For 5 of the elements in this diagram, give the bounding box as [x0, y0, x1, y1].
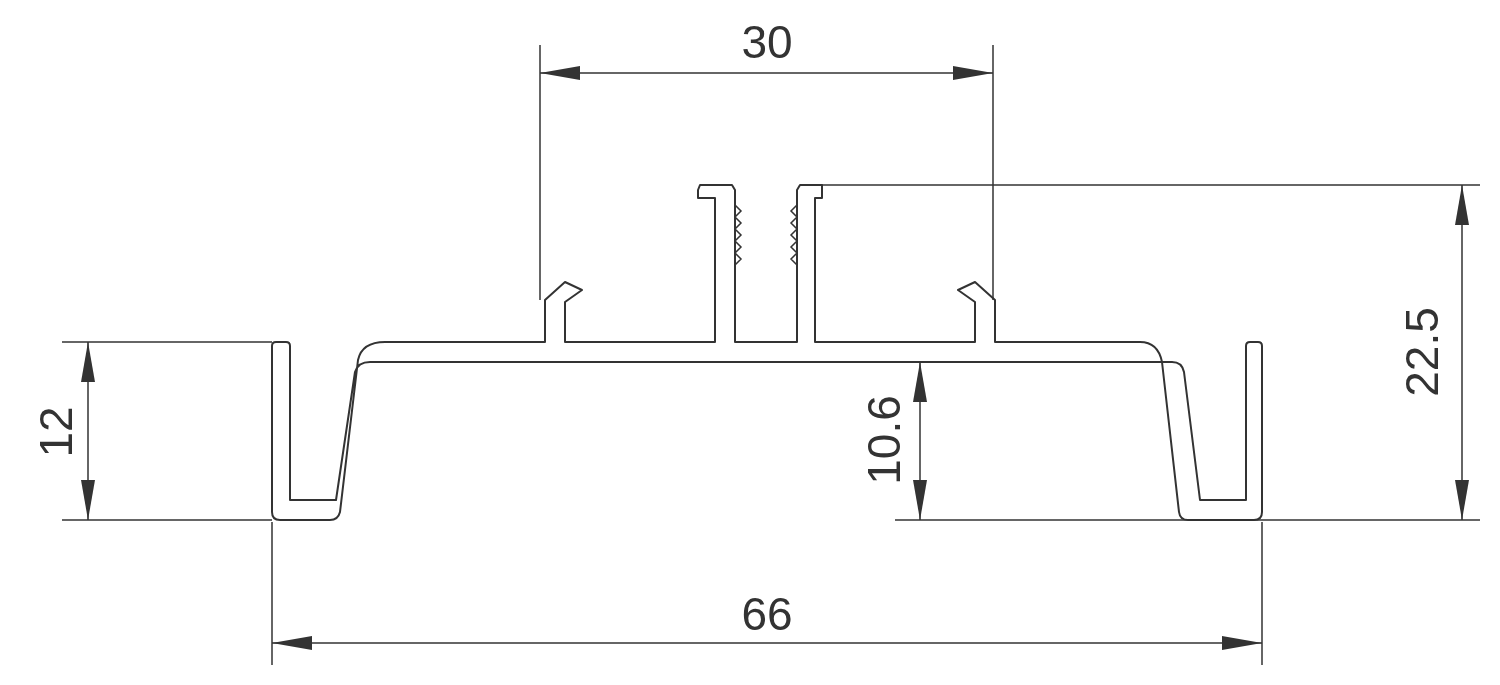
- dimension-value: 10.6: [861, 395, 907, 485]
- dimension-value: 66: [741, 591, 793, 637]
- dimension-value: 22.5: [1399, 307, 1445, 397]
- dimension-value: 30: [741, 19, 793, 65]
- dimension-value: 12: [33, 406, 79, 458]
